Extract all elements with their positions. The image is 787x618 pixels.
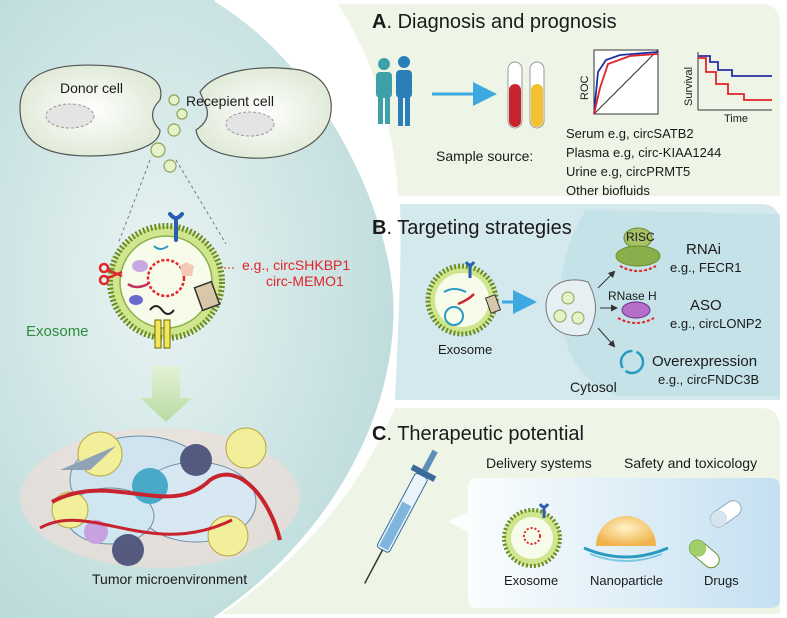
donor-cell: Donor cell [19,64,162,157]
down-arrow-icon [140,366,192,422]
source-urine: Urine e.g, circPRMT5 [566,164,690,179]
endosome [545,279,596,337]
nanoparticle-icon [583,516,669,562]
panel-c-title: . Therapeutic potential [386,423,584,445]
survival-label: Survival [683,67,695,106]
drugs-icon [688,500,742,569]
exosome-small [425,261,502,337]
aso-icon: RNase H [608,289,657,324]
aso-label: ASO [690,297,722,314]
panel-b-heading: B. Targeting strategies [372,217,572,239]
exosome-example-1: e.g., circSHKBP1 [242,257,350,273]
overexpression-icon [619,349,645,375]
aso-example: e.g., circLONP2 [670,316,762,331]
survival-curve-icon: Survival Time [683,52,772,125]
exosome-large [98,212,225,349]
roc-label: ROC [579,76,591,101]
delivery-label: Delivery systems [486,455,592,471]
sample-tubes-icon [507,61,545,129]
exosome-label: Exosome [26,323,89,340]
recipient-cell-label: Recepient cell [186,93,274,109]
rnai-example: e.g., FECR1 [670,260,742,275]
rnai-label: RNAi [686,241,721,258]
roc-curve-icon: ROC [579,49,659,115]
rnase-label: RNase H [608,289,657,303]
exosome-delivery-label: Exosome [504,573,558,588]
overexpression-label: Overexpression [652,353,757,370]
panel-b-letter: B [372,217,386,239]
syringe-icon [364,449,438,584]
panel-c-heading: C. Therapeutic potential [372,423,584,445]
source-plasma: Plasma e.g, circ-KIAA1244 [566,145,721,160]
panel-b: B. Targeting strategies Exosome [372,204,780,400]
tumor-microenvironment [20,427,300,568]
donor-cell-label: Donor cell [60,80,123,96]
people-icon [376,56,412,126]
overexpression-example: e.g., circFNDC3B [658,372,759,387]
source-serum: Serum e.g, circSATB2 [566,126,694,141]
safety-label: Safety and toxicology [624,455,757,471]
panel-a-heading: A. Diagnosis and prognosis [372,11,617,33]
risc-label: RISC [626,230,655,244]
left-panel: Donor cell Recepient cell [0,0,397,618]
panel-b-exosome-label: Exosome [438,342,492,357]
panel-a: A. Diagnosis and prognosis ROC [338,4,780,198]
panel-c-letter: C [372,423,386,445]
sample-source-label: Sample source: [436,148,533,164]
exosome-example-2: circ-MEMO1 [266,273,344,289]
released-vesicles [150,94,188,173]
panel-a-letter: A [372,11,386,33]
panel-c: C. Therapeutic potential Delivery system… [222,408,780,614]
risc-icon: RISC [615,227,661,272]
cytosol-label: Cytosol [570,379,617,395]
nanoparticle-label: Nanoparticle [590,573,663,588]
panel-b-title: . Targeting strategies [386,217,571,239]
source-other: Other biofluids [566,183,650,198]
panel-a-title: . Diagnosis and prognosis [386,11,616,33]
recipient-cell: Recepient cell [186,67,332,159]
exosome-delivery-icon [502,503,562,568]
tumor-label: Tumor microenvironment [92,571,247,587]
time-label: Time [724,113,748,125]
drugs-label: Drugs [704,573,739,588]
